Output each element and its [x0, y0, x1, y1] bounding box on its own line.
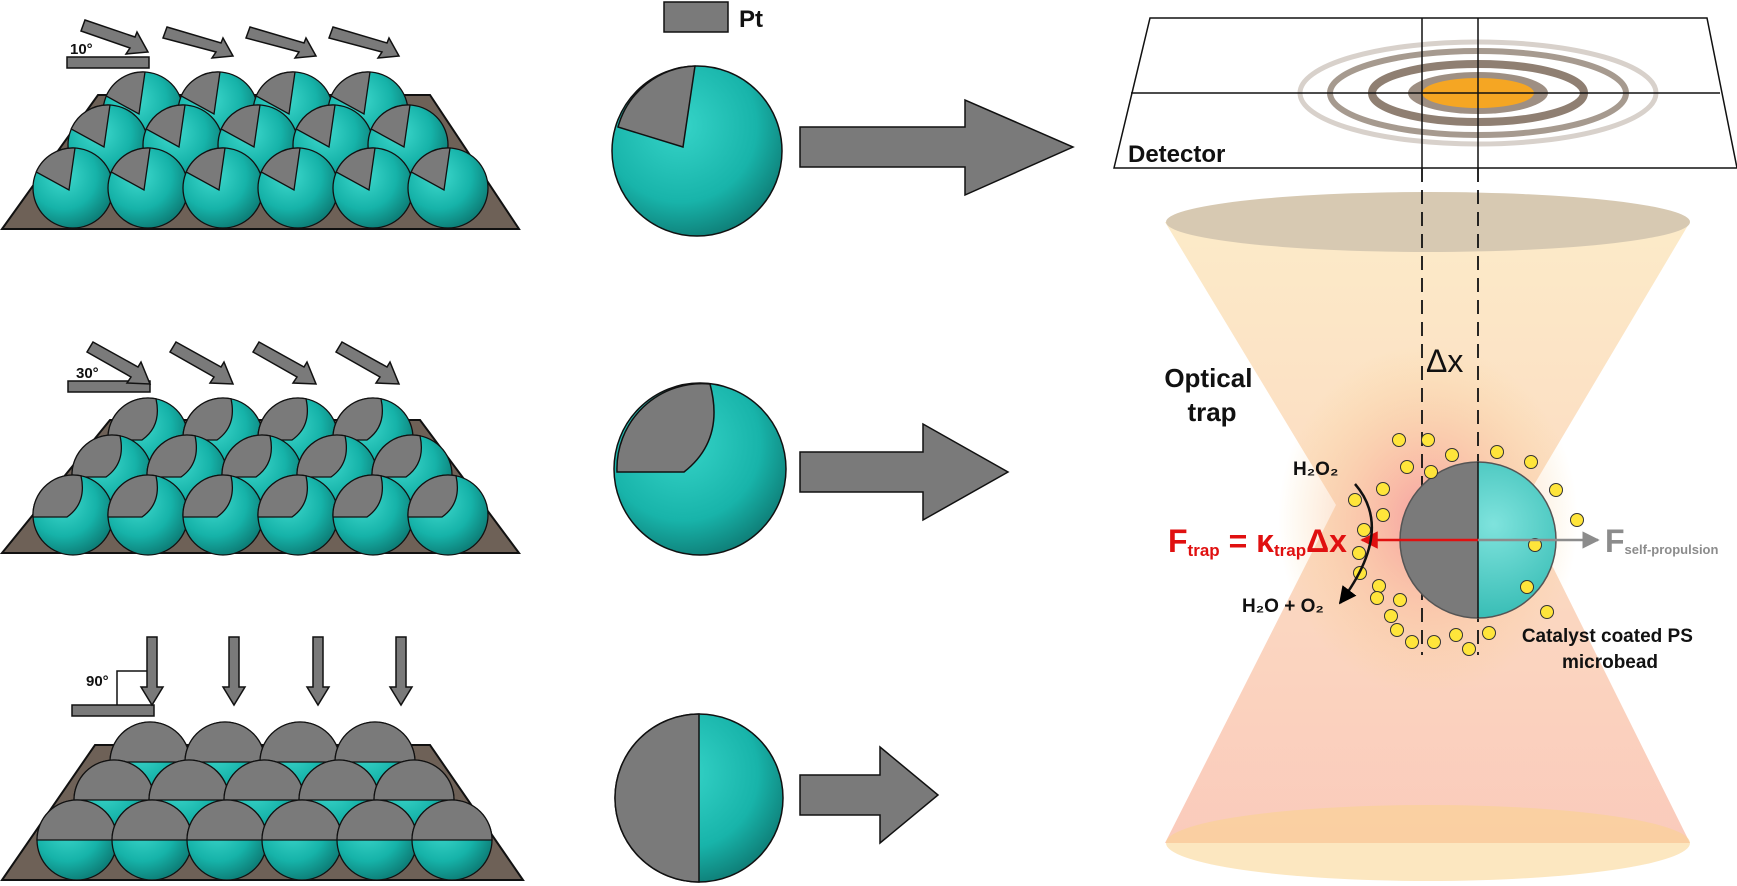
deposition-arrow	[328, 26, 401, 59]
bubble	[1357, 523, 1371, 537]
deposition-arrow	[251, 340, 318, 385]
beam-top-aperture	[1166, 192, 1690, 252]
pt-label: Pt	[739, 6, 763, 33]
janus-sphere	[111, 799, 193, 881]
bubble	[1405, 635, 1419, 649]
bubble	[1384, 609, 1398, 623]
bubble	[1462, 642, 1476, 656]
deposition-arrow	[245, 26, 318, 59]
janus-sphere	[182, 474, 264, 556]
bubble	[1348, 493, 1362, 507]
deposition-arrow	[305, 636, 331, 707]
janus-sphere	[261, 799, 343, 881]
deposition-arrows	[139, 636, 414, 707]
bubble	[1390, 623, 1404, 637]
angle-indicator: 90°	[71, 670, 155, 717]
optical-trap-diagram: Detector Optical trap Δx H₂O₂ H₂O + O₂ F…	[1113, 17, 1737, 881]
beam-bottom-aperture	[1166, 805, 1690, 881]
product-label: H₂O + O₂	[1242, 596, 1324, 617]
janus-sphere	[332, 147, 414, 229]
janus-particle-90deg	[614, 713, 784, 883]
janus-particle-30deg	[613, 382, 787, 556]
process-arrow	[799, 98, 1075, 197]
process-arrow	[799, 422, 1010, 522]
microbead-label: Catalyst coated PS microbead	[1522, 626, 1698, 673]
angle-indicator: 30°	[67, 365, 151, 393]
bubble	[1549, 483, 1563, 497]
bubble	[1520, 580, 1534, 594]
janus-sphere	[182, 147, 264, 229]
janus-sphere	[336, 799, 418, 881]
optical-trap-label: Optical trap	[1164, 363, 1259, 427]
detector: Detector	[1113, 17, 1737, 169]
janus-sphere	[407, 147, 489, 229]
deposition-arrow	[85, 340, 152, 385]
janus-sphere	[32, 147, 114, 229]
bubble	[1376, 482, 1390, 496]
bubble	[1445, 448, 1459, 462]
deposition-row-10deg: 10°	[0, 19, 521, 230]
bubble	[1482, 626, 1496, 640]
bubble	[1376, 508, 1390, 522]
bubble	[1490, 445, 1504, 459]
janus-particle-10deg	[611, 65, 783, 237]
deposition-arrow	[139, 636, 165, 707]
bubble	[1528, 538, 1542, 552]
bubble	[1352, 546, 1366, 560]
deposition-row-30deg: 30°	[0, 340, 521, 556]
deposition-arrow	[334, 340, 401, 385]
oxygen-bubbles	[1348, 433, 1584, 656]
reaction-arrow	[1338, 483, 1374, 605]
pt-legend: Pt	[663, 1, 763, 33]
sphere-array	[32, 71, 489, 229]
bubble	[1421, 433, 1435, 447]
pt-swatch	[663, 1, 729, 33]
bubble	[1393, 593, 1407, 607]
deposition-arrow	[168, 340, 235, 385]
reactant-label: H₂O₂	[1293, 459, 1338, 480]
janus-sphere	[107, 147, 189, 229]
trap-force-label: Ftrap = κtrapΔx	[1168, 523, 1347, 560]
bubble	[1370, 591, 1384, 605]
angle-label: 30°	[76, 365, 99, 382]
bubble	[1392, 433, 1406, 447]
janus-sphere	[36, 799, 118, 881]
detector-label: Detector	[1128, 141, 1225, 168]
angle-indicator: 10°	[66, 41, 150, 69]
janus-sphere	[332, 474, 414, 556]
bubble	[1424, 465, 1438, 479]
angle-label: 10°	[70, 41, 93, 58]
bubble	[1540, 605, 1554, 619]
janus-sphere	[407, 474, 489, 556]
deposition-arrows	[85, 340, 401, 385]
deposition-row-90deg: 90°	[0, 636, 525, 881]
bubble	[1427, 635, 1441, 649]
sphere-array	[32, 397, 489, 556]
process-arrows	[799, 98, 1075, 845]
deposition-arrow	[221, 636, 247, 707]
janus-sphere	[257, 474, 339, 556]
janus-sphere	[32, 474, 114, 556]
delta-x-label: Δx	[1426, 343, 1463, 379]
deposition-arrow	[80, 19, 150, 55]
deposition-arrow	[162, 26, 235, 59]
janus-sphere	[257, 147, 339, 229]
process-arrow	[799, 745, 940, 845]
janus-sphere	[186, 799, 268, 881]
janus-sphere	[411, 799, 493, 881]
bubble	[1449, 628, 1463, 642]
sphere-array	[36, 721, 493, 881]
angle-label: 90°	[86, 673, 109, 690]
bubble	[1570, 513, 1584, 527]
deposition-arrow	[388, 636, 414, 707]
bubble	[1524, 455, 1538, 469]
janus-sphere	[107, 474, 189, 556]
self-propulsion-force-label: Fself-propulsion	[1605, 523, 1718, 559]
bubble	[1372, 579, 1386, 593]
bubble	[1400, 460, 1414, 474]
deposition-arrows	[80, 19, 401, 59]
